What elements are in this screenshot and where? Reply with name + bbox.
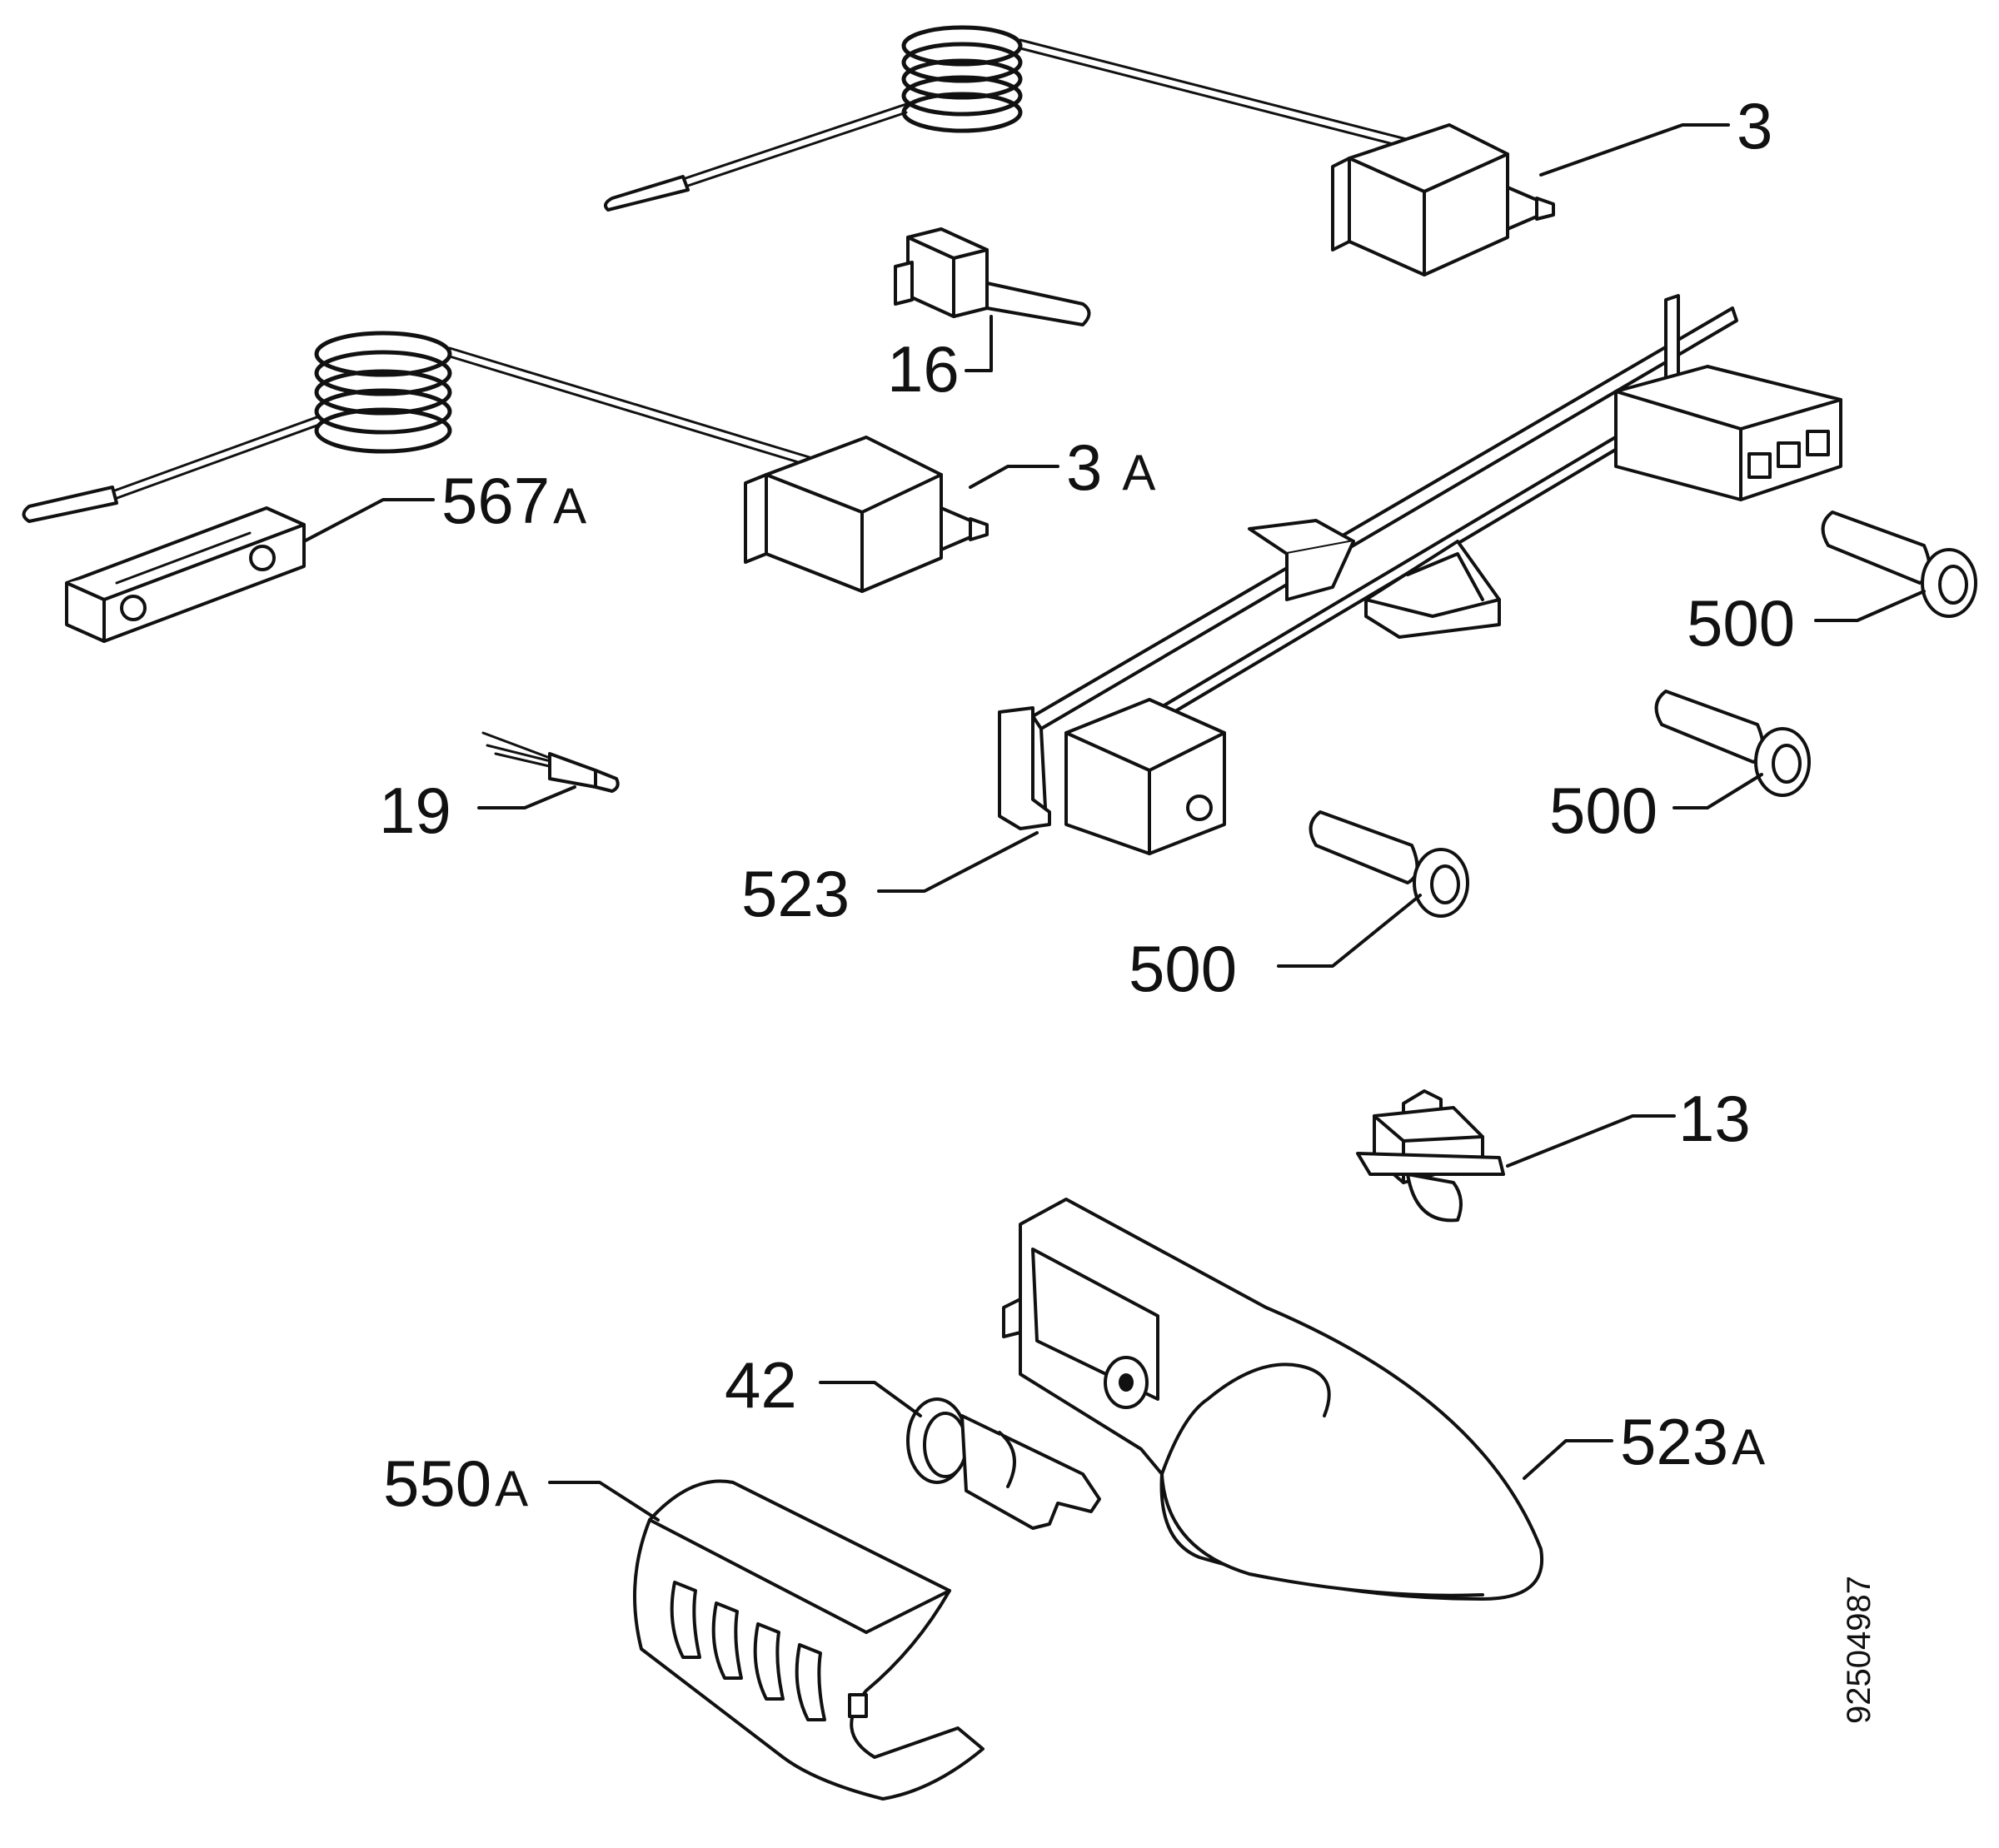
callout-3a: 3 A	[1066, 431, 1155, 504]
callout-523a: 523 A	[1620, 1405, 1765, 1478]
lamp-holder-500-lower	[1309, 810, 1469, 918]
leader-13	[1506, 1114, 1676, 1168]
callout-3a-number: 3	[1066, 431, 1102, 504]
leader-42	[819, 1381, 922, 1417]
thermostat-part-3	[603, 25, 1555, 276]
callout-3: 3	[1737, 89, 1772, 162]
callout-523a-suffix: A	[1732, 1419, 1765, 1475]
callout-567a-suffix: A	[553, 478, 586, 534]
leader-567a	[302, 498, 435, 543]
document-number: 92504987	[1841, 1576, 1877, 1724]
callout-567a: 567 A	[441, 464, 586, 537]
leader-500-lower	[1277, 894, 1422, 968]
switch-part-13	[1356, 1089, 1505, 1223]
leader-19	[477, 785, 576, 809]
leader-550a	[548, 1481, 660, 1522]
lamp-holder-500-right	[1821, 511, 1977, 618]
bracket-part-567a	[65, 506, 306, 643]
leader-3a	[969, 465, 1059, 489]
callout-523a-number: 523	[1620, 1405, 1728, 1478]
leader-500-middle	[1672, 773, 1763, 809]
leader-523	[877, 831, 1039, 893]
cover-part-550a	[633, 1479, 985, 1801]
callout-550a-suffix: A	[495, 1461, 528, 1517]
callout-550a: 550 A	[383, 1447, 528, 1520]
switch-part-16	[894, 227, 1091, 372]
callout-13: 13	[1678, 1082, 1751, 1155]
callout-3a-suffix: A	[1122, 445, 1155, 501]
callout-500-lower: 500	[1129, 932, 1237, 1005]
socket-part-42	[906, 1397, 1101, 1530]
frame-part-523	[998, 294, 1842, 855]
callout-16: 16	[887, 332, 960, 406]
housing-part-523a	[1002, 1198, 1544, 1601]
sensor-part-19	[481, 731, 620, 793]
lamp-holder-500-middle	[1654, 690, 1811, 797]
callout-500-right: 500	[1687, 586, 1795, 660]
callout-550a-number: 550	[383, 1447, 491, 1520]
leader-500-right	[1814, 590, 1926, 622]
thermostat-part-3a	[22, 331, 989, 593]
callout-567a-number: 567	[441, 464, 550, 537]
callout-42: 42	[725, 1348, 797, 1422]
leader-523a	[1523, 1439, 1613, 1480]
callout-19: 19	[379, 774, 451, 847]
callout-500-middle: 500	[1549, 774, 1658, 847]
leader-3	[1539, 123, 1730, 177]
callout-523: 523	[741, 857, 850, 930]
